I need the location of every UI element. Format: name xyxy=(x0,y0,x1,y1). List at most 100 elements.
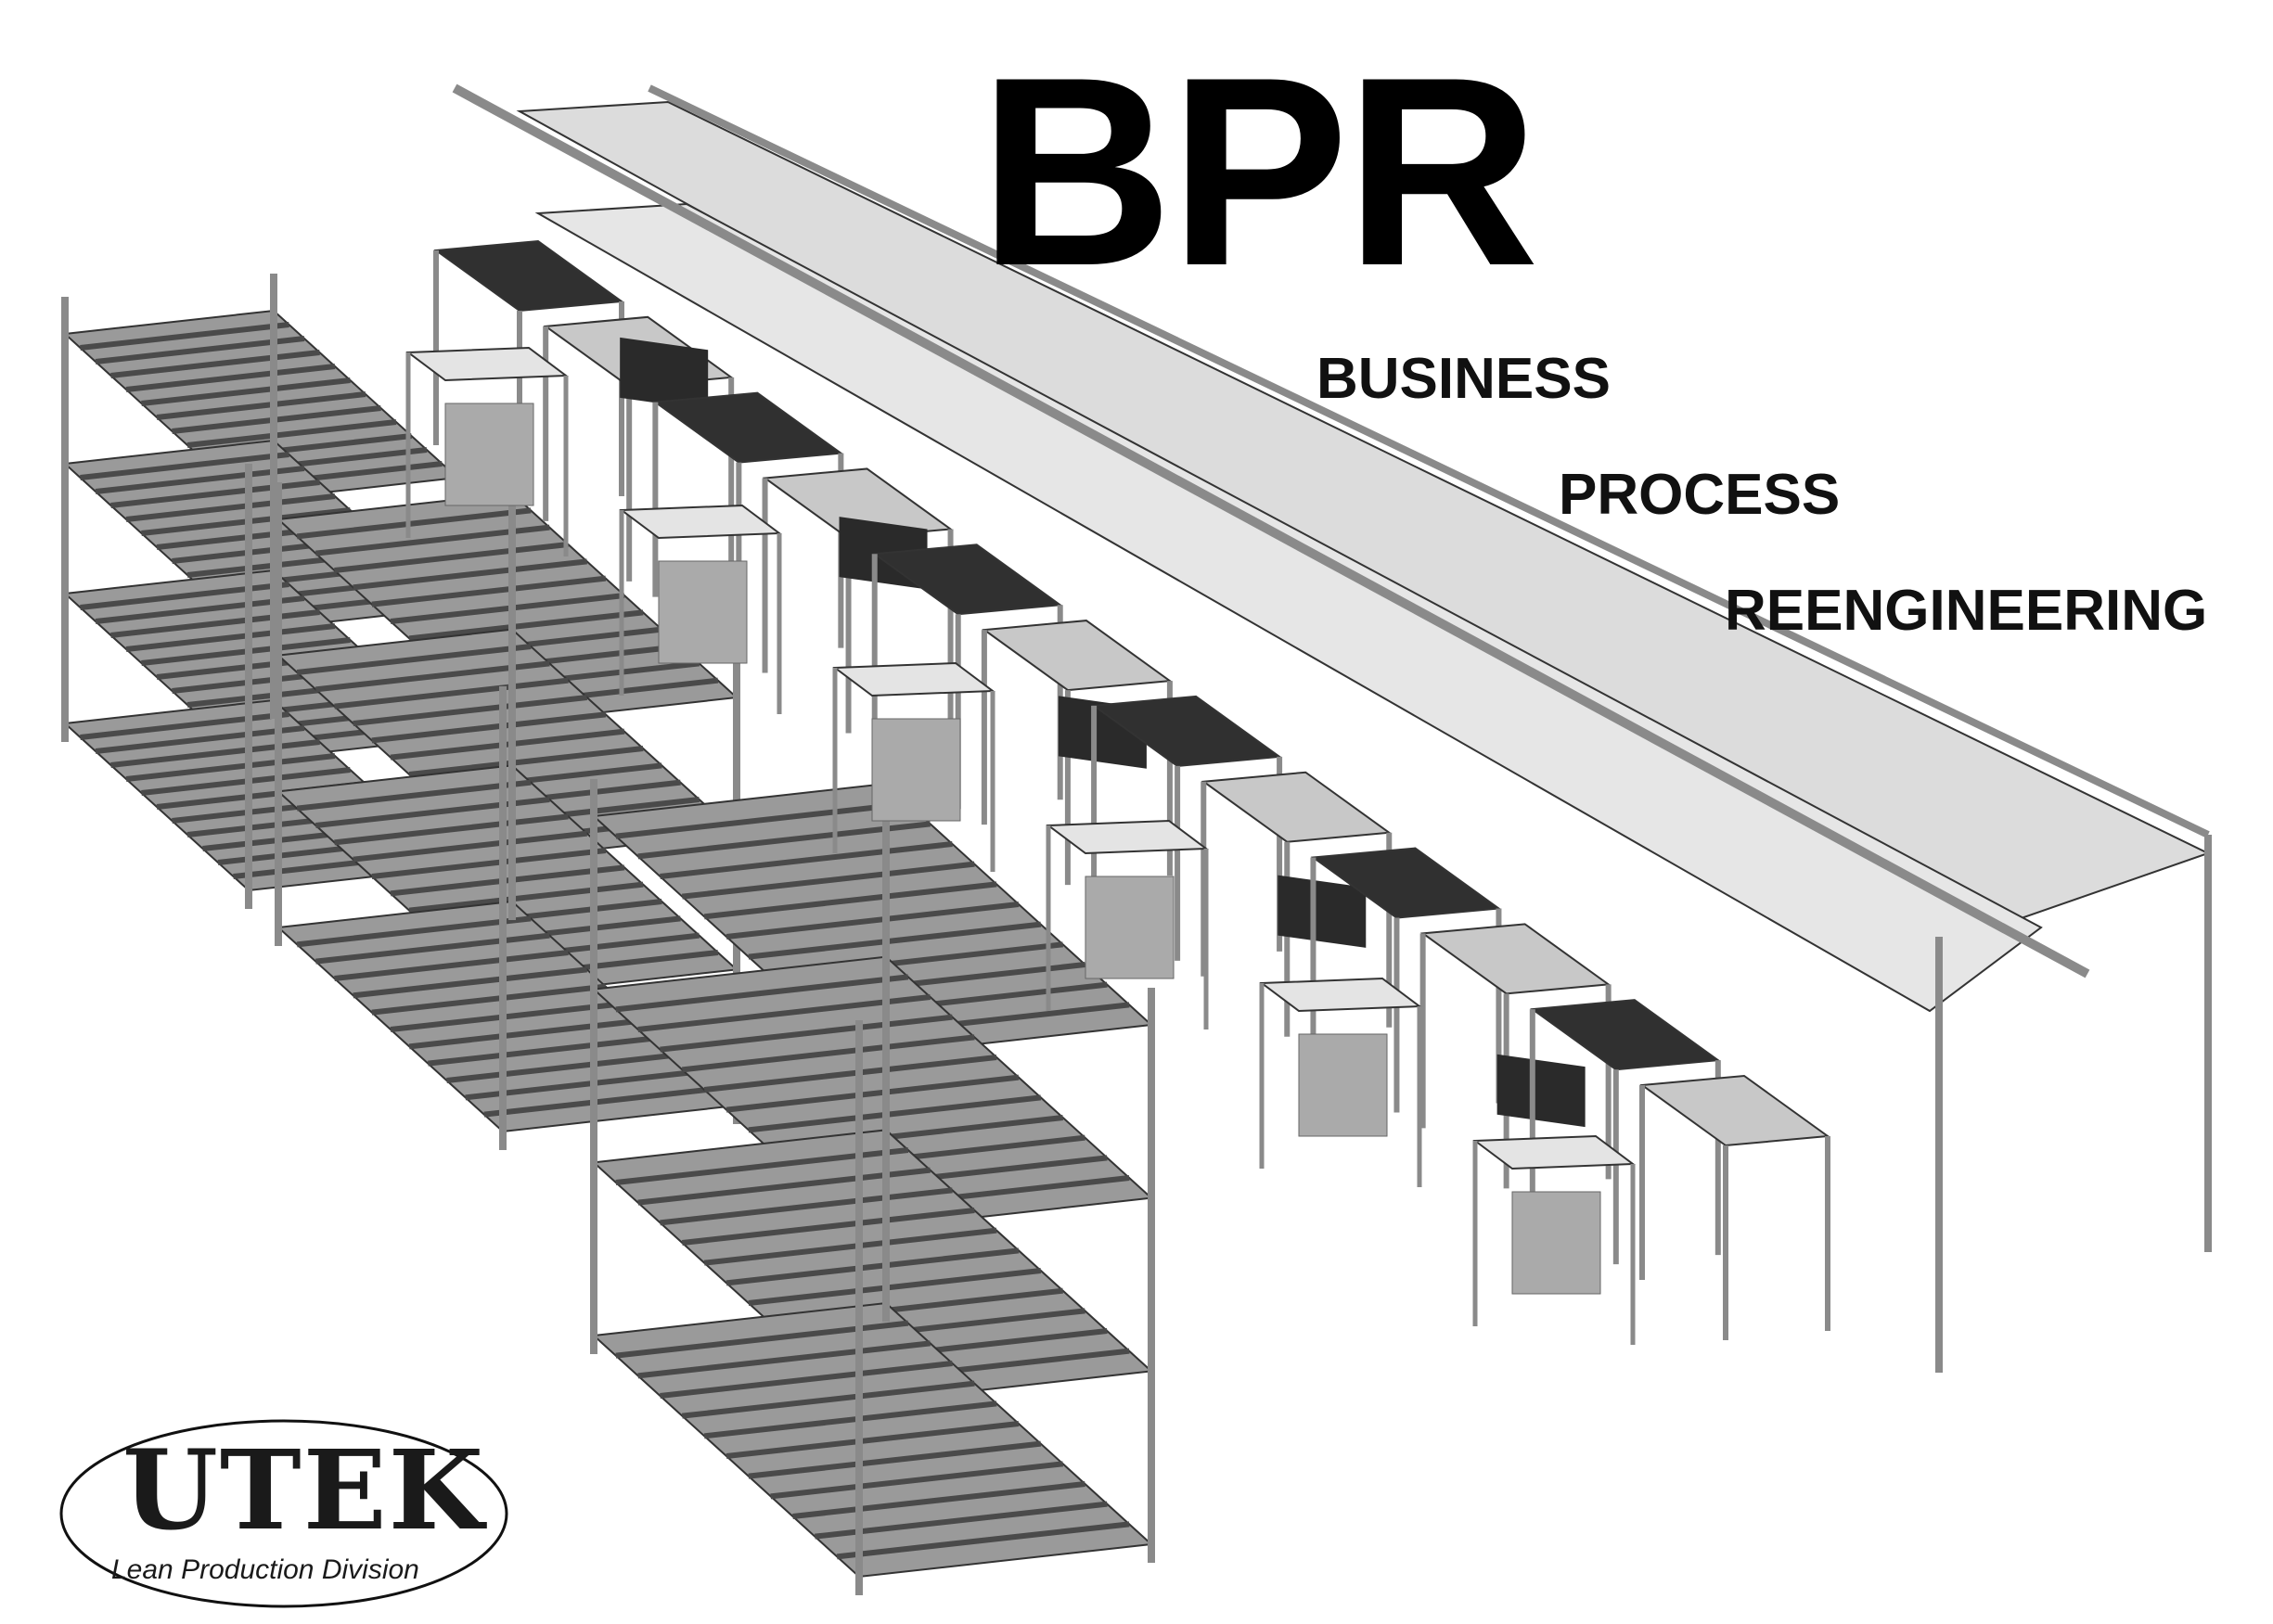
rack-roller xyxy=(334,950,569,981)
conveyor-section xyxy=(652,391,844,464)
rack-roller xyxy=(371,711,607,744)
rack-roller xyxy=(110,480,320,508)
side-table xyxy=(1046,819,1209,855)
rack-roller xyxy=(792,1481,1085,1519)
rack-roller xyxy=(726,1421,1020,1459)
rack-roller xyxy=(836,1521,1130,1560)
rack-roller xyxy=(353,966,587,999)
conveyor-section xyxy=(1530,999,1721,1071)
rack-roller xyxy=(156,391,366,420)
rack-roller xyxy=(296,507,532,540)
rack-roller xyxy=(637,1167,931,1206)
rack-roller xyxy=(682,1208,975,1246)
rack-roller xyxy=(95,725,305,754)
side-table xyxy=(405,346,569,382)
rack-roller xyxy=(408,609,644,642)
rack-roller xyxy=(637,994,931,1032)
rack-roller xyxy=(748,1094,1042,1133)
side-table xyxy=(832,661,995,697)
pegboard xyxy=(444,403,534,506)
rack-roller xyxy=(615,974,909,1013)
rack-roller xyxy=(815,1501,1108,1540)
rack-roller xyxy=(726,902,1020,940)
rack-roller xyxy=(660,1187,953,1226)
rack-roller xyxy=(748,1440,1042,1479)
rack-roller xyxy=(703,1400,997,1439)
rack-roller xyxy=(80,322,289,351)
monitor-icon xyxy=(1278,875,1367,948)
monitor-icon xyxy=(620,337,709,411)
pegboard xyxy=(871,718,961,822)
rack-roller xyxy=(703,1227,997,1266)
side-table xyxy=(619,504,782,540)
logo-oval xyxy=(59,1419,508,1608)
rack-roller xyxy=(660,1014,953,1053)
rack-roller xyxy=(408,746,644,777)
rack-roller xyxy=(141,377,351,406)
rack-roller xyxy=(390,593,625,624)
shelf-panel xyxy=(534,202,2043,1013)
flow-racks xyxy=(61,274,1155,1595)
perforated-table xyxy=(1639,1074,1830,1147)
word-business: BUSINESS xyxy=(1316,347,1611,411)
rack-roller xyxy=(615,800,909,839)
utek-logo: UTEK Lean Production Division xyxy=(58,1417,510,1610)
rack-roller xyxy=(748,921,1042,960)
rack-roller xyxy=(637,821,931,860)
rack-roller xyxy=(315,932,550,965)
logo-tagline: Lean Production Division xyxy=(111,1554,419,1585)
pegboard xyxy=(1511,1191,1601,1295)
rack-roller xyxy=(637,1340,931,1379)
rack-roller xyxy=(371,575,607,607)
rack-roller xyxy=(682,1380,975,1419)
rack-roller xyxy=(353,695,587,726)
rack-roller xyxy=(186,419,397,448)
rack-roller xyxy=(660,1361,953,1399)
rack-roller xyxy=(390,728,625,761)
assembly-line xyxy=(405,83,2212,1373)
rack-roller xyxy=(682,861,975,900)
rack-roller xyxy=(95,595,305,624)
rack-roller xyxy=(371,983,607,1016)
rack-roller xyxy=(80,711,289,740)
rack-roller xyxy=(296,915,532,948)
rack-roller xyxy=(110,350,320,378)
rack-roller xyxy=(446,1052,681,1083)
rack-roller xyxy=(770,1461,1063,1500)
rack-roller xyxy=(353,558,587,591)
rack-roller xyxy=(371,848,607,879)
rack-roller xyxy=(95,336,305,364)
rack-roller xyxy=(110,609,320,638)
top-rail xyxy=(452,83,2090,978)
rack-roller xyxy=(390,864,625,897)
rack-roller xyxy=(408,1017,644,1050)
rack-roller xyxy=(125,364,336,392)
rack-roller xyxy=(110,739,320,768)
word-process: PROCESS xyxy=(1559,463,1841,527)
rack-roller xyxy=(726,1247,1020,1286)
rack-roller xyxy=(125,753,336,782)
rack-roller xyxy=(125,623,336,652)
rack-roller xyxy=(334,813,569,846)
monitor-icon xyxy=(1496,1054,1586,1128)
rack-roller xyxy=(703,881,997,920)
rack-roller xyxy=(660,841,953,879)
pegboard xyxy=(1085,876,1175,979)
rack-roller xyxy=(428,1034,662,1067)
pegboard xyxy=(658,560,748,664)
page-title: BPR xyxy=(979,21,1539,322)
rack-roller xyxy=(334,677,569,710)
rack-roller xyxy=(726,1074,1020,1113)
word-reengineering: REENGINEERING xyxy=(1725,579,2208,643)
rack-roller xyxy=(80,582,289,610)
rack-roller xyxy=(390,1001,625,1032)
perforated-table xyxy=(1201,771,1393,843)
rack-roller xyxy=(296,644,532,675)
perforated-table xyxy=(1419,923,1612,995)
rack-roller xyxy=(296,779,532,812)
rack-roller xyxy=(483,1085,719,1118)
rack-roller xyxy=(682,1034,975,1073)
perforated-table xyxy=(982,620,1173,692)
rack-roller xyxy=(334,542,569,573)
